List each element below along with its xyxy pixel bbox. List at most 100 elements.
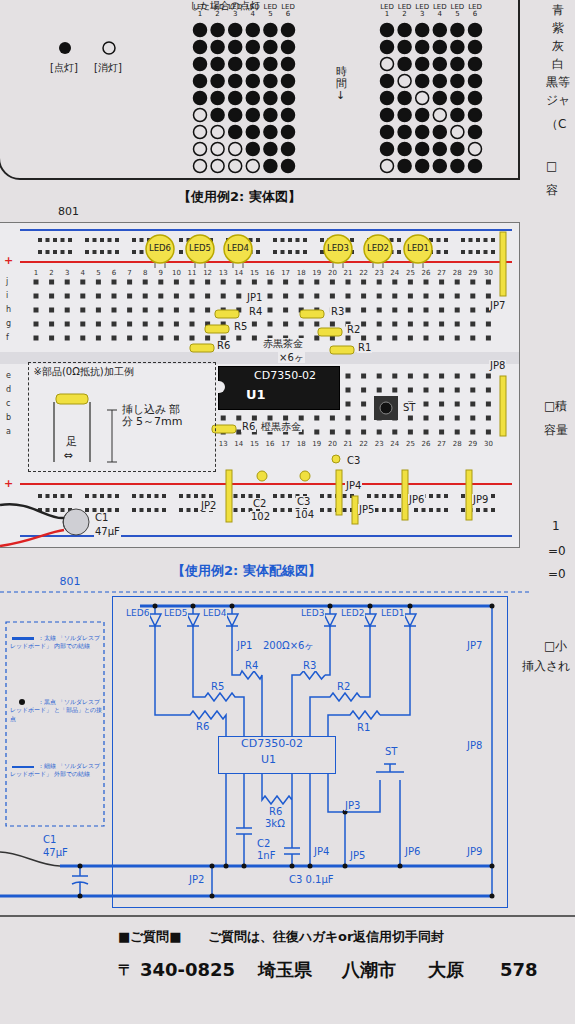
part-label: R6 [216, 340, 231, 351]
breadboard-holes [140, 494, 144, 498]
breadboard-holes [377, 280, 382, 285]
jumper-wire [336, 470, 342, 515]
part-label: LED6 [125, 609, 150, 619]
part-label: JP2 [200, 500, 217, 511]
lamp-grid [381, 41, 394, 54]
part-label: a [6, 428, 11, 437]
breadboard-holes [424, 294, 429, 299]
breadboard-holes [455, 416, 460, 421]
breadboard-holes [127, 336, 132, 341]
part-label: 24 [390, 441, 399, 449]
breadboard-holes [127, 294, 132, 299]
breadboard-holes [256, 250, 260, 254]
breadboard-holes [205, 336, 210, 341]
breadboard-holes [346, 430, 351, 435]
breadboard-holes [190, 336, 195, 341]
breadboard-holes [268, 416, 273, 421]
breadboard-holes [96, 336, 101, 341]
breadboard-holes [439, 336, 444, 341]
schematic-wire [155, 626, 226, 736]
breadboard-holes [236, 280, 241, 285]
breadboard-holes [429, 494, 433, 498]
part-label: 容 [546, 184, 558, 197]
resistor-body [190, 344, 214, 352]
section-rule [0, 592, 530, 593]
breadboard-holes [49, 336, 54, 341]
breadboard-holes [484, 238, 488, 242]
node-text: U1 [261, 754, 276, 766]
breadboard-holes [444, 250, 448, 254]
part-label: JP6 [404, 846, 421, 857]
breadboard-holes [424, 308, 429, 313]
breadboard-holes [205, 280, 210, 285]
breadboard-holes [38, 250, 42, 254]
part-label: 30 [484, 441, 493, 449]
breadboard-holes [469, 250, 473, 254]
breadboard-holes [439, 430, 444, 435]
lamp-grid [381, 75, 394, 88]
breadboard-holes [187, 508, 191, 512]
breadboard-holes [252, 322, 257, 327]
lamp-grid [246, 75, 259, 88]
breadboard-holes [252, 336, 257, 341]
capacitor-body [63, 509, 89, 535]
breadboard-holes [444, 238, 448, 242]
resistor-body [300, 310, 324, 318]
breadboard-holes [115, 508, 119, 512]
lamp-grid [246, 143, 259, 156]
junction-dot [398, 864, 403, 869]
breadboard-holes [234, 508, 238, 512]
node-text: ※部品(0Ω抵抗)加工例 [34, 366, 134, 377]
part-label: 八潮市 [342, 960, 396, 980]
part-label: 21 [344, 441, 353, 449]
jumper-wire [500, 232, 506, 296]
lamp-grid [398, 75, 411, 88]
schematic-wire [491, 606, 493, 896]
node-text: ⇔ [64, 450, 73, 462]
lamp-grid [451, 109, 464, 122]
breadboard-holes [112, 308, 117, 313]
tact-switch [374, 396, 398, 420]
lamp-grid [451, 75, 464, 88]
part-label: 23 [375, 441, 384, 449]
lamp-grid [433, 75, 446, 88]
part-label: ジャ [546, 94, 570, 107]
node-text: CD7350-02 [241, 738, 303, 750]
breadboard-holes [491, 494, 495, 498]
breadboard-holes [486, 402, 491, 407]
breadboard-holes [202, 494, 206, 498]
node-text: LED 4 [433, 4, 447, 18]
section-rule [0, 915, 575, 917]
breadboard-holes [85, 494, 89, 498]
lamp-grid [264, 126, 277, 139]
part-label: 104 [294, 509, 315, 520]
breadboard-holes [320, 238, 324, 242]
part-label: JP5 [358, 504, 375, 515]
breadboard-holes [108, 238, 112, 242]
breadboard-holes [281, 508, 285, 512]
part-label: R4 [244, 660, 259, 671]
part-label: LED2 [367, 244, 389, 253]
example-lead [53, 402, 55, 462]
led-body [364, 235, 392, 263]
breadboard-holes [115, 250, 119, 254]
part-label: 〒 [118, 962, 133, 979]
breadboard-holes [397, 508, 401, 512]
example-lead [54, 394, 117, 462]
example-lead [112, 410, 113, 462]
lamp-grid [211, 160, 224, 173]
breadboard-holes [346, 388, 351, 393]
lamp-grid [451, 160, 464, 173]
part-label: 3 [65, 270, 69, 278]
lamp-grid [229, 126, 242, 139]
part-label: i [6, 292, 8, 301]
lamp-grid [282, 109, 295, 122]
led-body [186, 235, 214, 263]
lamp-grid [416, 109, 429, 122]
schematic-wire [149, 625, 416, 627]
breadboard-holes [268, 294, 273, 299]
breadboard-holes [179, 508, 183, 512]
breadboard-holes [296, 250, 300, 254]
part-label: LED3 [327, 244, 349, 253]
